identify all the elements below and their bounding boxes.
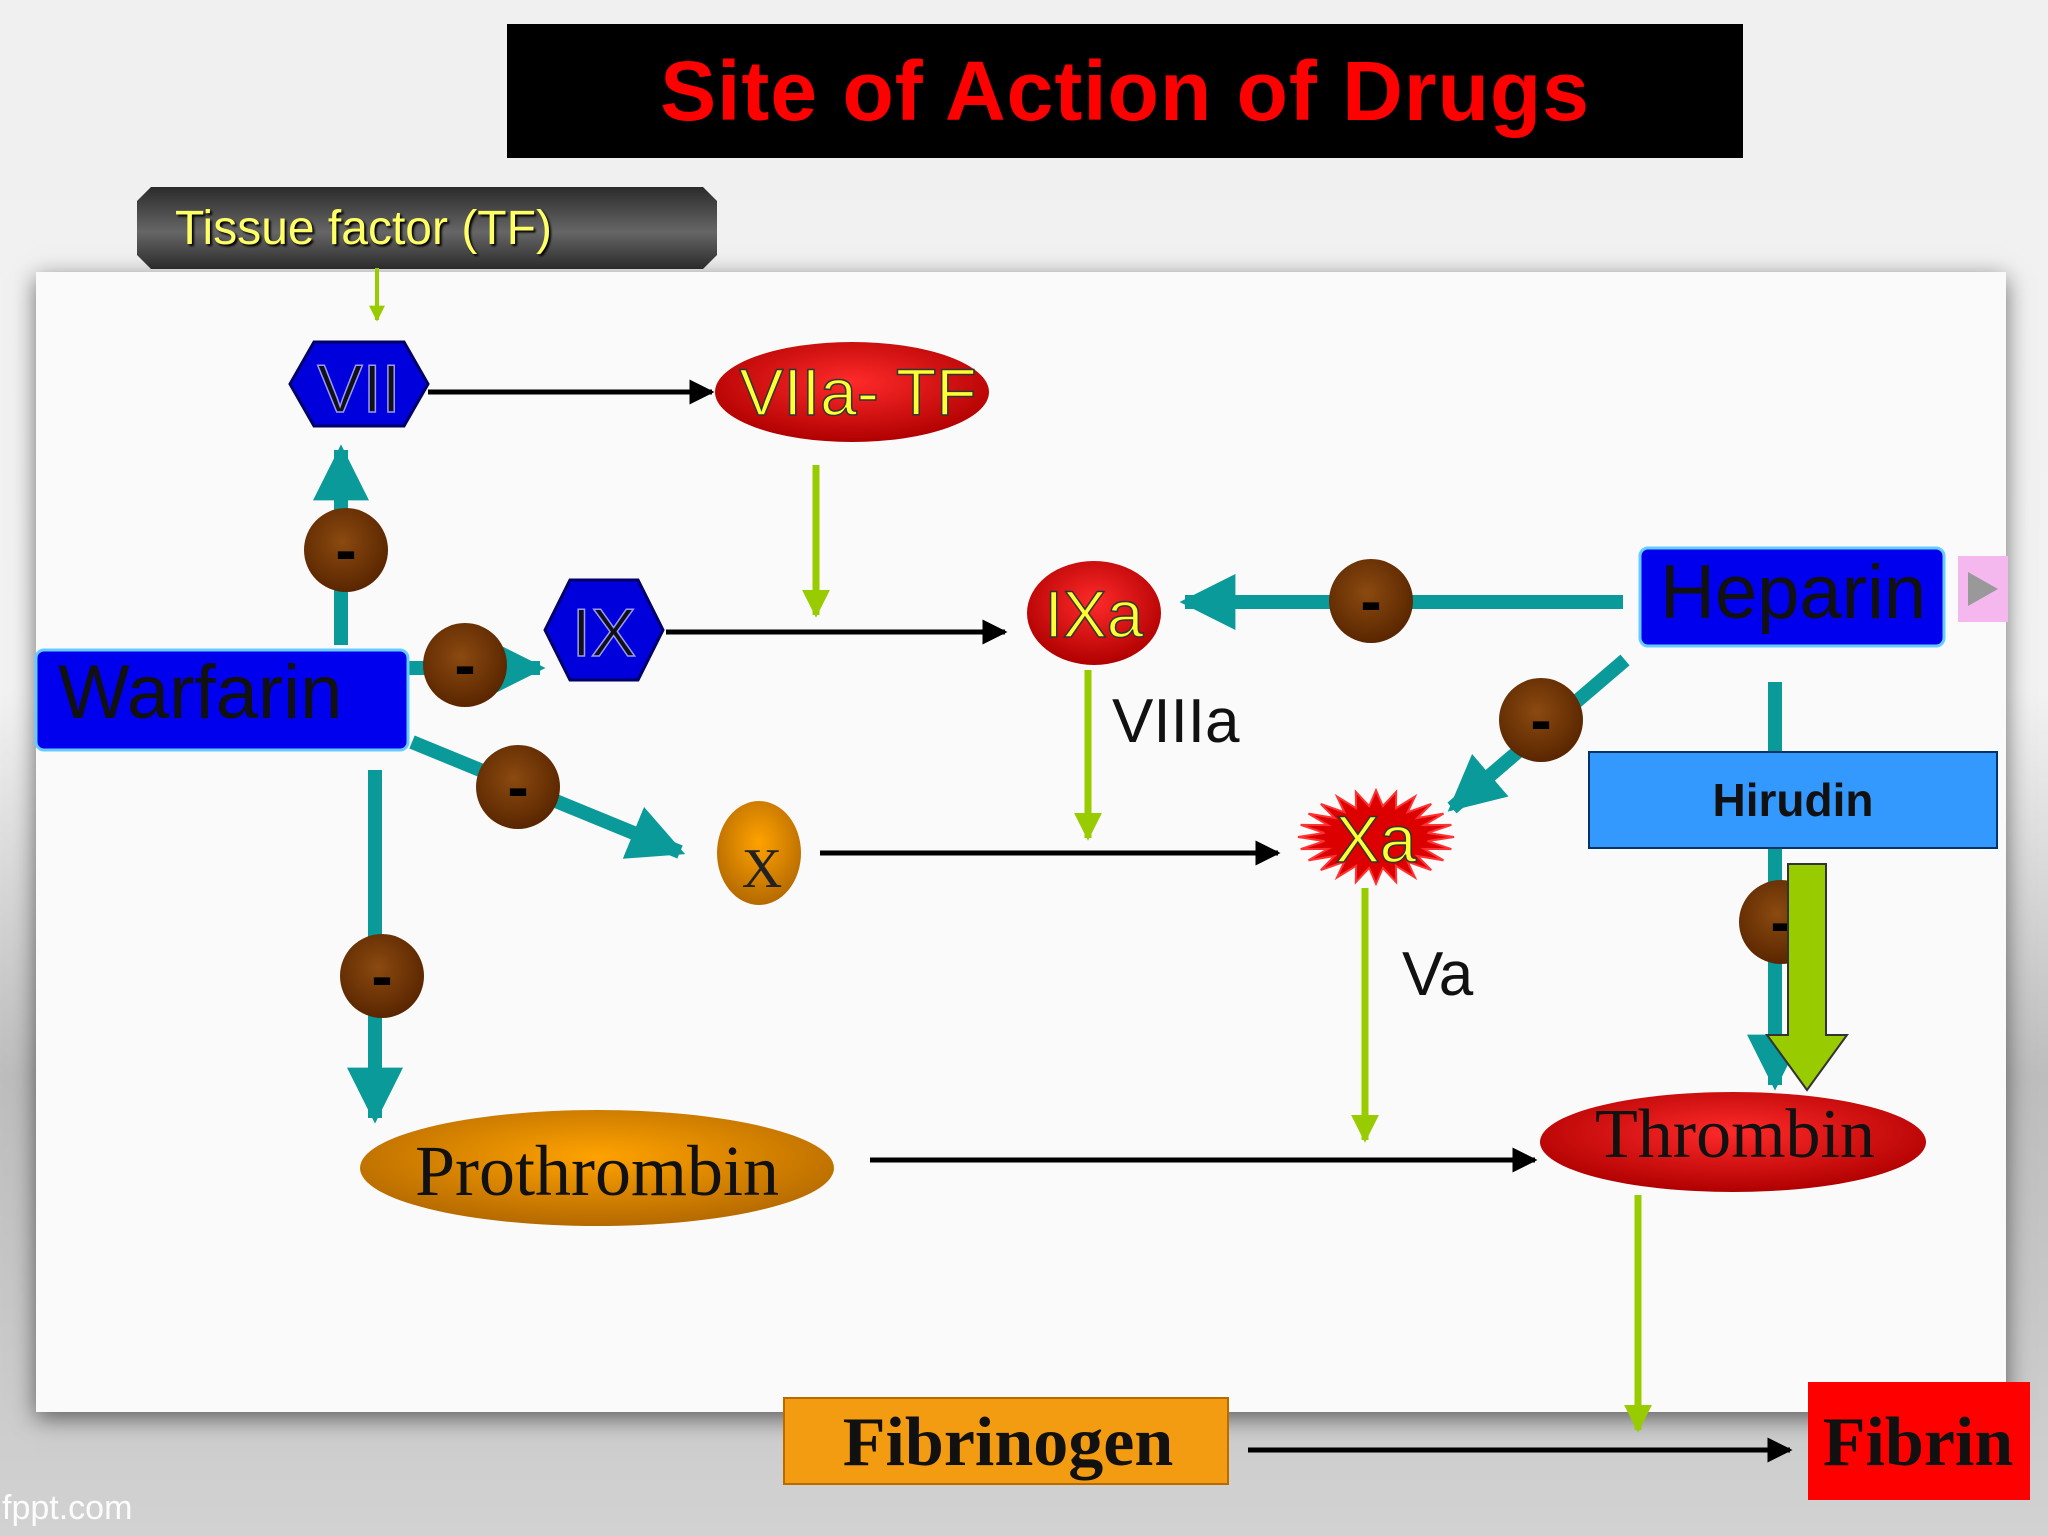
node-x: X — [717, 801, 801, 905]
inhibit-heparin-xa: - — [1499, 678, 1583, 762]
node-ixa-label: IXa — [1044, 577, 1143, 651]
inhibit-warfarin-vii: - — [304, 508, 388, 592]
drug-heparin: Heparin — [1638, 546, 1946, 648]
node-fibrinogen-label: Fibrinogen — [843, 1404, 1174, 1481]
inhibit-warfarin-prothrombin: - — [340, 934, 424, 1018]
title-banner: Site of Action of Drugs — [507, 24, 1743, 158]
node-prothrombin: Prothrombin — [360, 1110, 834, 1226]
drug-heparin-label: Heparin — [1660, 550, 1926, 635]
cofactor-viiia-label: VIIIa — [1112, 687, 1240, 756]
node-ix-label: IX — [572, 595, 636, 671]
inhibit-symbol: - — [371, 940, 392, 1012]
inhibit-heparin-ixa: - — [1329, 559, 1413, 643]
drug-warfarin: Warfarin — [34, 648, 410, 752]
node-fibrin: Fibrin — [1808, 1382, 2030, 1500]
node-fibrinogen: Fibrinogen — [783, 1397, 1229, 1485]
drug-hirudin-label: Hirudin — [1713, 774, 1874, 826]
page-title: Site of Action of Drugs — [660, 43, 1590, 138]
node-fibrin-label: Fibrin — [1823, 1404, 2014, 1481]
tissue-factor-label: Tissue factor (TF) — [137, 187, 717, 269]
inhibit-warfarin-ix: - — [423, 623, 507, 707]
drug-warfarin-label: Warfarin — [58, 650, 342, 735]
node-viia-tf-label: VIIa- TF — [739, 355, 976, 429]
tissue-factor-text: Tissue factor (TF) — [175, 201, 552, 255]
node-ixa: IXa — [1027, 561, 1161, 665]
hirudin-inhibit-arrow — [1765, 863, 1849, 1092]
cofactor-va-label: Va — [1402, 940, 1474, 1009]
node-vii-label: VII — [317, 351, 400, 427]
node-thrombin: Thrombin — [1540, 1092, 1926, 1192]
node-prothrombin-label: Prothrombin — [415, 1131, 779, 1211]
node-viia-tf: VIIa- TF — [715, 342, 989, 442]
inhibit-symbol: - — [335, 514, 356, 586]
node-xa-label: Xa — [1336, 802, 1417, 876]
drug-hirudin: Hirudin — [1588, 751, 1998, 849]
inhibit-warfarin-x: - — [476, 745, 560, 829]
node-x-label: X — [742, 838, 782, 900]
node-xa: Xa — [1297, 787, 1455, 887]
inhibit-symbol: - — [454, 629, 475, 701]
inhibit-symbol: - — [1770, 886, 1791, 958]
inhibit-symbol: - — [1530, 684, 1551, 756]
node-ix: IX — [543, 578, 665, 682]
play-icon[interactable] — [1958, 556, 2008, 622]
node-vii: VII — [288, 340, 430, 428]
inhibit-symbol: - — [507, 751, 528, 823]
node-thrombin-label: Thrombin — [1595, 1096, 1875, 1173]
footer-brand: fppt.com — [2, 1489, 133, 1527]
inhibit-symbol: - — [1360, 565, 1381, 637]
